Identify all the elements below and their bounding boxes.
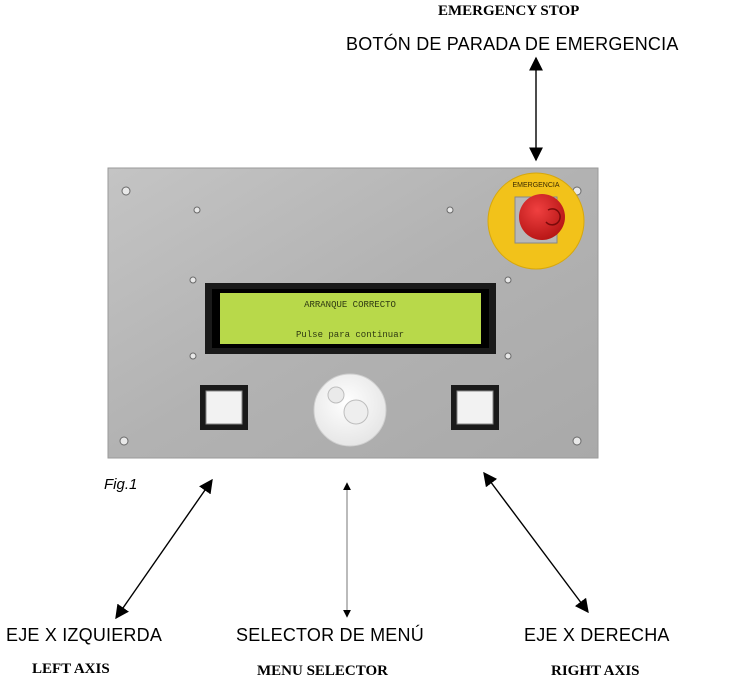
menu-selector-en-label: MENU SELECTOR [257, 663, 389, 679]
screw-icon [121, 186, 131, 196]
screw-icon [119, 436, 129, 446]
menu-selector-es-label: SELECTOR DE MENÚ [236, 625, 424, 645]
rotate-arrow-icon [545, 208, 561, 226]
pointer-arrows [115, 56, 589, 620]
right-axis-en-label: RIGHT AXIS [551, 663, 640, 679]
left-axis-en-label: LEFT AXIS [32, 661, 110, 677]
screw-icon [504, 276, 512, 284]
right-axis-es-label: EJE X DERECHA [524, 625, 670, 645]
right-axis-arrow [483, 471, 589, 614]
screw-icon [446, 206, 454, 214]
menu-selector-knob[interactable] [313, 373, 387, 447]
screw-icon [189, 276, 197, 284]
screw-icon [504, 352, 512, 360]
right-axis-button[interactable] [451, 385, 499, 430]
figure-label: Fig.1 [104, 476, 138, 493]
left-axis-arrow [115, 478, 213, 620]
emergency-stop-en-label: EMERGENCY STOP [438, 3, 580, 19]
lcd-line-2: Pulse para continuar [296, 330, 404, 340]
screw-icon [189, 352, 197, 360]
screw-icon [193, 206, 201, 214]
lcd-line-1: ARRANQUE CORRECTO [304, 300, 396, 310]
estop-ring-text: EMERGENCIA [512, 182, 559, 189]
lcd-display: ARRANQUE CORRECTO Pulse para continuar [205, 283, 496, 354]
emergency-stop-button[interactable]: EMERGENCIA [487, 172, 585, 270]
screws [119, 186, 582, 446]
emergency-stop-es-label: BOTÓN DE PARADA DE EMERGENCIA [346, 34, 679, 54]
screw-icon [572, 436, 582, 446]
left-axis-es-label: EJE X IZQUIERDA [6, 625, 163, 645]
left-axis-button[interactable] [200, 385, 248, 430]
